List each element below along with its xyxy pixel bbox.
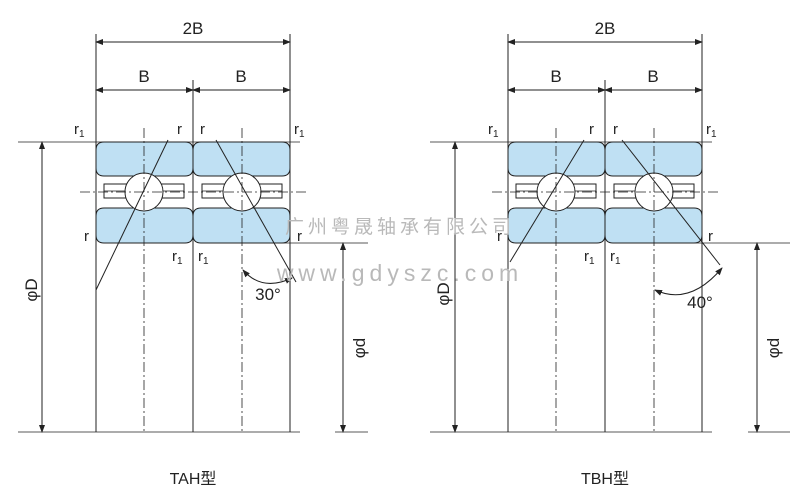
svg-text:r: r: [589, 121, 594, 138]
tbh-left-outer-ring: [507, 141, 606, 177]
tbh-diagram: 2B B B φD φd 40° r1 r1 r r r: [430, 19, 790, 488]
tah-inner-dia-label: φd: [350, 338, 369, 358]
svg-text:r: r: [200, 121, 205, 138]
svg-text:r: r: [177, 121, 182, 138]
tah-caption: TAH型: [170, 470, 217, 488]
svg-text:r1: r1: [172, 248, 183, 267]
tbh-right-outer-ring: [604, 141, 703, 177]
tah-outer-dia-label: φD: [22, 278, 41, 301]
svg-text:r1: r1: [610, 248, 621, 267]
tbh-2b-label: 2B: [595, 19, 616, 38]
svg-text:r1: r1: [74, 121, 85, 140]
watermark-company: 广州粤晟轴承有限公司: [285, 216, 515, 238]
tbh-caption: TBH型: [581, 470, 629, 488]
tah-left-outer-ring: [95, 141, 194, 177]
tbh-contact-angle-label: 40°: [687, 293, 713, 312]
tah-right-outer-ring: [192, 141, 291, 177]
svg-text:r1: r1: [488, 121, 499, 140]
tbh-b-left-label: B: [550, 67, 561, 86]
svg-text:r: r: [613, 121, 618, 138]
tah-left-inner-ring: [95, 207, 194, 244]
tah-b-right-label: B: [235, 67, 246, 86]
tah-2b-label: 2B: [183, 19, 204, 38]
svg-text:r: r: [708, 228, 713, 245]
tbh-inner-dia-label: φd: [764, 338, 783, 358]
svg-text:r: r: [497, 228, 502, 245]
svg-text:r: r: [297, 228, 302, 245]
tbh-outer-dia-label: φD: [434, 282, 453, 305]
tah-right-inner-ring: [192, 207, 291, 244]
svg-text:r1: r1: [294, 121, 305, 140]
tbh-left-inner-ring: [507, 207, 606, 244]
svg-text:r1: r1: [198, 248, 209, 267]
tbh-b-right-label: B: [647, 67, 658, 86]
svg-text:r: r: [84, 228, 89, 245]
svg-text:r1: r1: [584, 248, 595, 267]
tah-contact-angle-label: 30°: [255, 285, 281, 304]
svg-text:r1: r1: [706, 121, 717, 140]
tah-b-left-label: B: [138, 67, 149, 86]
watermark-url: www.gdyszc.com: [276, 260, 523, 286]
tbh-right-inner-ring: [604, 207, 703, 244]
tah-diagram: 2B B B φD φd: [18, 19, 369, 488]
